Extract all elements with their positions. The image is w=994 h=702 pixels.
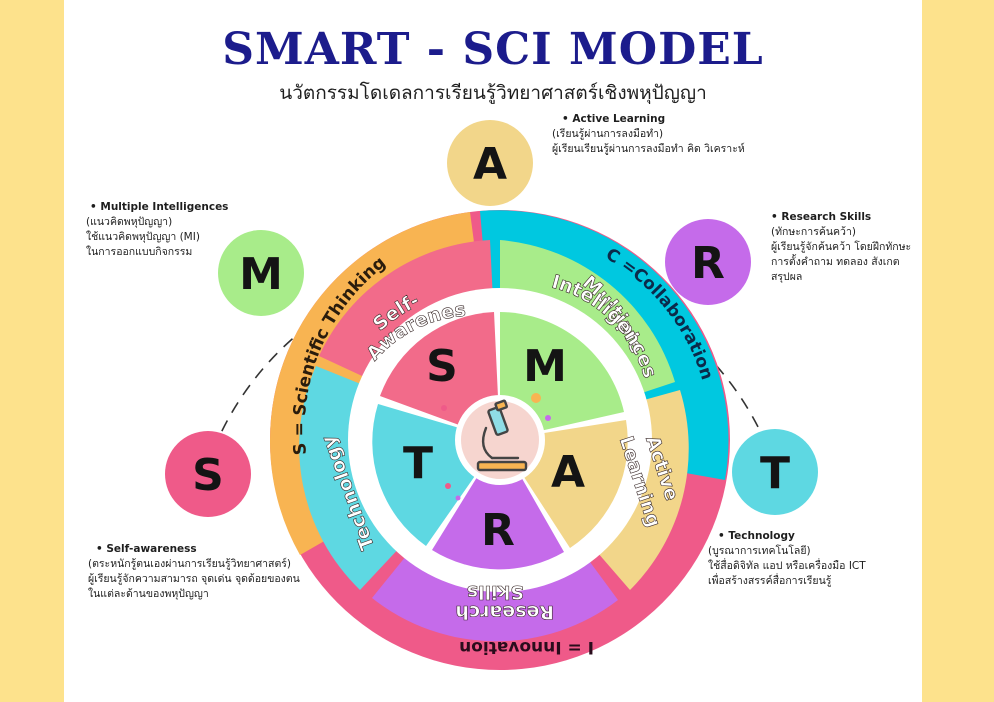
dashed-orbit-arc (205, 262, 777, 471)
side-circle-s (165, 431, 251, 517)
side-circle-t (732, 429, 818, 515)
side-letter-a: A (473, 139, 507, 190)
microscope-icon (476, 399, 528, 472)
note-self-awareness: Self-awareness (ตระหนักรู้ตนเองผ่านการเร… (88, 542, 300, 602)
page-subtitle: นวัตกรรมโดเดลการเรียนรู้วิทยาศาสตร์เชิงพ… (279, 82, 707, 104)
side-circle-a (447, 120, 533, 206)
decor-dot (445, 483, 451, 489)
decor-dot (441, 405, 447, 411)
decor-dot (455, 495, 461, 501)
page-title: SMART - SCI MODEL (222, 24, 764, 75)
inner-letter-s: S (426, 341, 458, 392)
side-circle-m (218, 230, 304, 316)
note-multiple-intelligences: Multiple Intelligences (แนวคิดพหุปัญญา) … (86, 200, 228, 260)
label-research-1: Research (455, 601, 554, 623)
side-letter-m: M (239, 249, 283, 300)
decor-dot (545, 415, 551, 421)
note-research-skills: Research Skills (ทักษะการค้นคว้า) ผู้เรี… (771, 210, 911, 285)
side-letter-t: T (760, 448, 790, 499)
note-technology: Technology (บูรณาการเทคโนโลยี) ใช้สื่อดิ… (708, 529, 866, 589)
label-research-2: Skills (467, 581, 524, 603)
side-circle-r (665, 219, 751, 305)
decor-dot (531, 393, 541, 403)
inner-letter-m: M (523, 341, 567, 392)
inner-letter-a: A (551, 447, 585, 498)
inner-letter-t: T (403, 438, 433, 489)
inner-segment-r (432, 440, 564, 570)
side-letter-r: R (691, 238, 725, 289)
note-active-learning: Active Learning (เรียนรู้ผ่านการลงมือทำ)… (552, 112, 745, 157)
label-innovation: I = Innovation (459, 637, 594, 657)
side-letter-s: S (192, 450, 224, 501)
inner-letter-r: R (481, 505, 515, 556)
